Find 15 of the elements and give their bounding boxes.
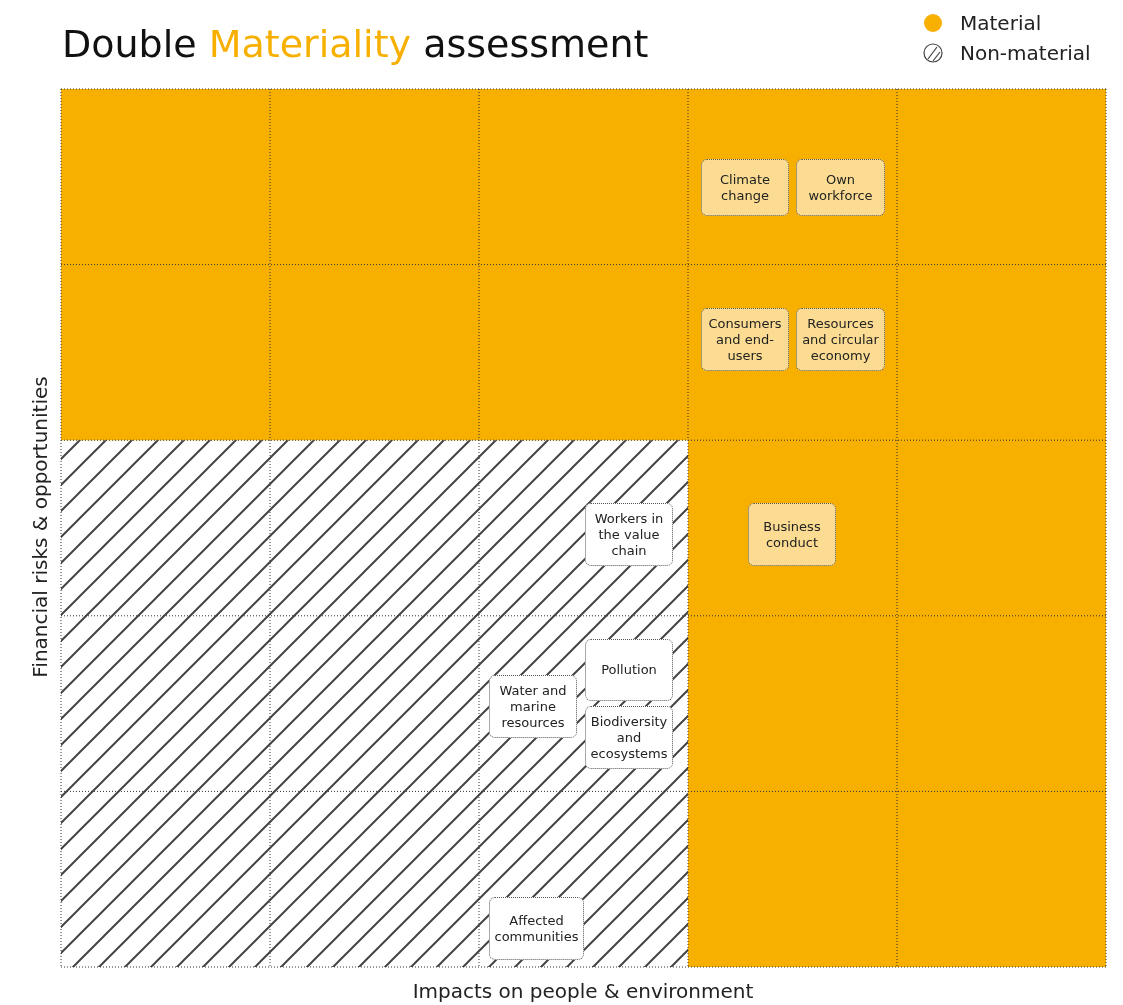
topic-box: Own workforce	[796, 159, 885, 216]
topic-box: Business conduct	[748, 503, 836, 566]
legend-label: Non-material	[960, 40, 1091, 66]
topic-box: Consumers and end-users	[701, 308, 789, 371]
topic-box: Affected communities	[489, 897, 584, 960]
legend-label: Material	[960, 10, 1042, 36]
title: Double Materiality assessment	[62, 22, 649, 66]
topic-box: Workers in the value chain	[585, 503, 673, 566]
topic-box: Pollution	[585, 639, 673, 701]
topic-box: Climate change	[701, 159, 789, 216]
topic-box: Biodiversity and ecosystems	[585, 706, 673, 769]
topic-box: Water and marine resources	[489, 675, 577, 738]
y-axis-label: Financial risks & opportunities	[28, 375, 52, 680]
x-axis-label: Impacts on people & environment	[411, 979, 755, 1003]
topic-box: Resources and circular economy	[796, 308, 885, 371]
